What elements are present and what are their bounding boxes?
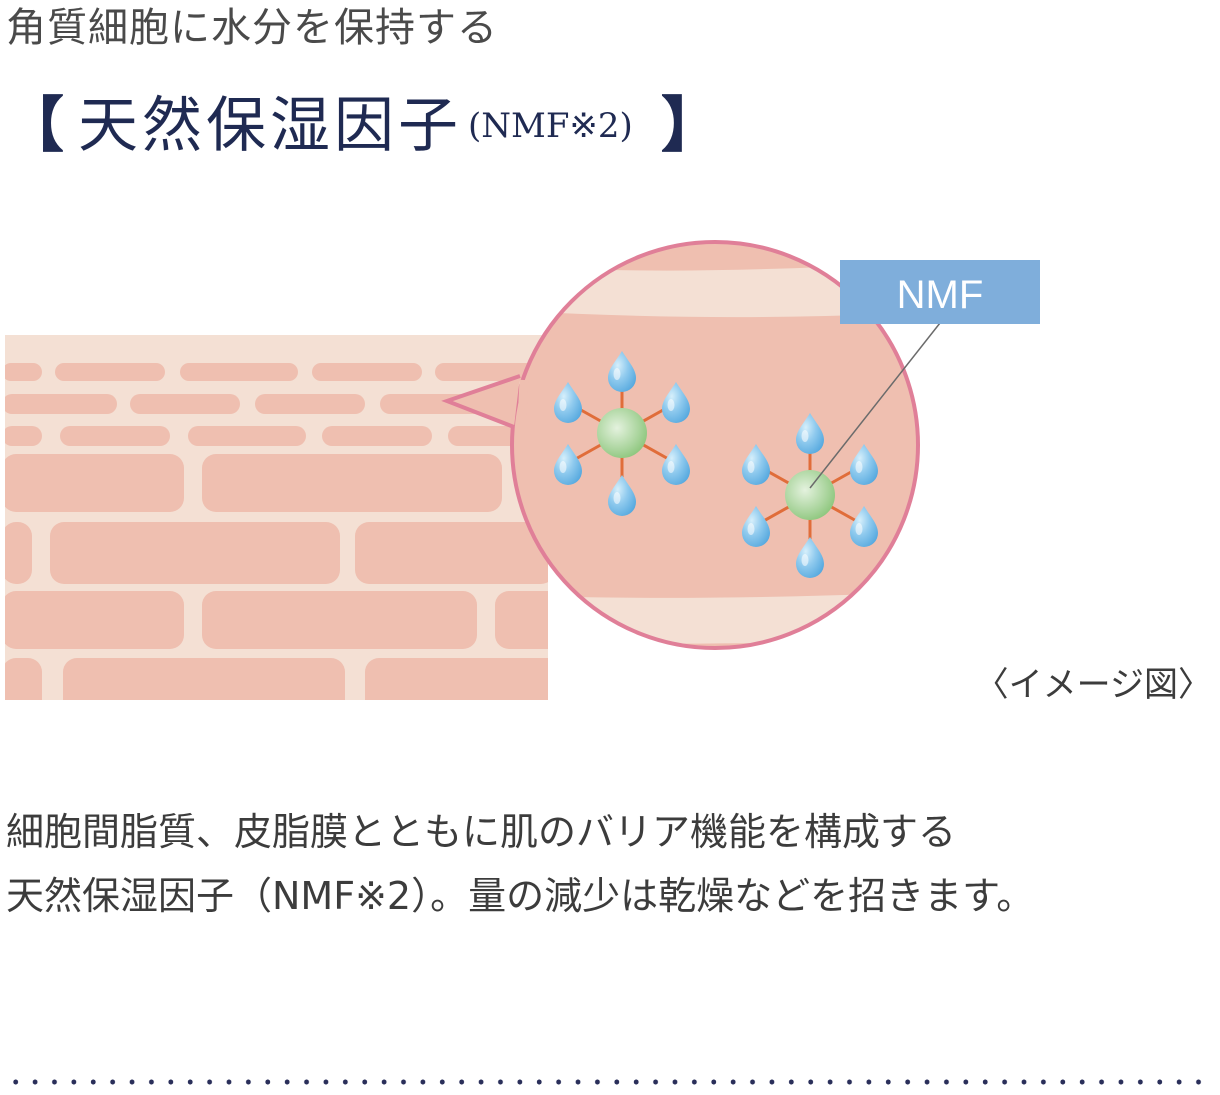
heading-title: 天然保湿因子 — [78, 91, 462, 161]
description-line-2: 天然保湿因子（NMF※2）。量の減少は乾燥などを招きます。 — [6, 874, 1035, 918]
heading-abbrev: (NMF※2) — [468, 106, 633, 146]
description-line-1: 細胞間脂質、皮脂膜とともに肌のバリア機能を構成する — [6, 810, 957, 854]
image-caption: 〈イメージ図〉 — [974, 665, 1212, 705]
heading-open-bracket: 【 — [4, 91, 64, 161]
skin-illustration: NMF — [5, 240, 1040, 700]
nmf-molecule-2 — [742, 413, 878, 578]
nmf-label-box — [840, 260, 1040, 324]
subtitle: 角質細胞に水分を保持する — [6, 5, 498, 51]
description: 細胞間脂質、皮脂膜とともに肌のバリア機能を構成する 天然保湿因子（NMF※2）。… — [6, 800, 1034, 928]
nmf-label: NMF — [897, 273, 984, 317]
heading: 【天然保湿因子(NMF※2) 】 — [4, 86, 721, 166]
nmf-molecule-1 — [554, 351, 690, 516]
dotted-divider — [6, 1078, 1214, 1086]
heading-close-bracket: 】 — [660, 91, 721, 161]
magnified-view: NMF — [441, 240, 1040, 650]
